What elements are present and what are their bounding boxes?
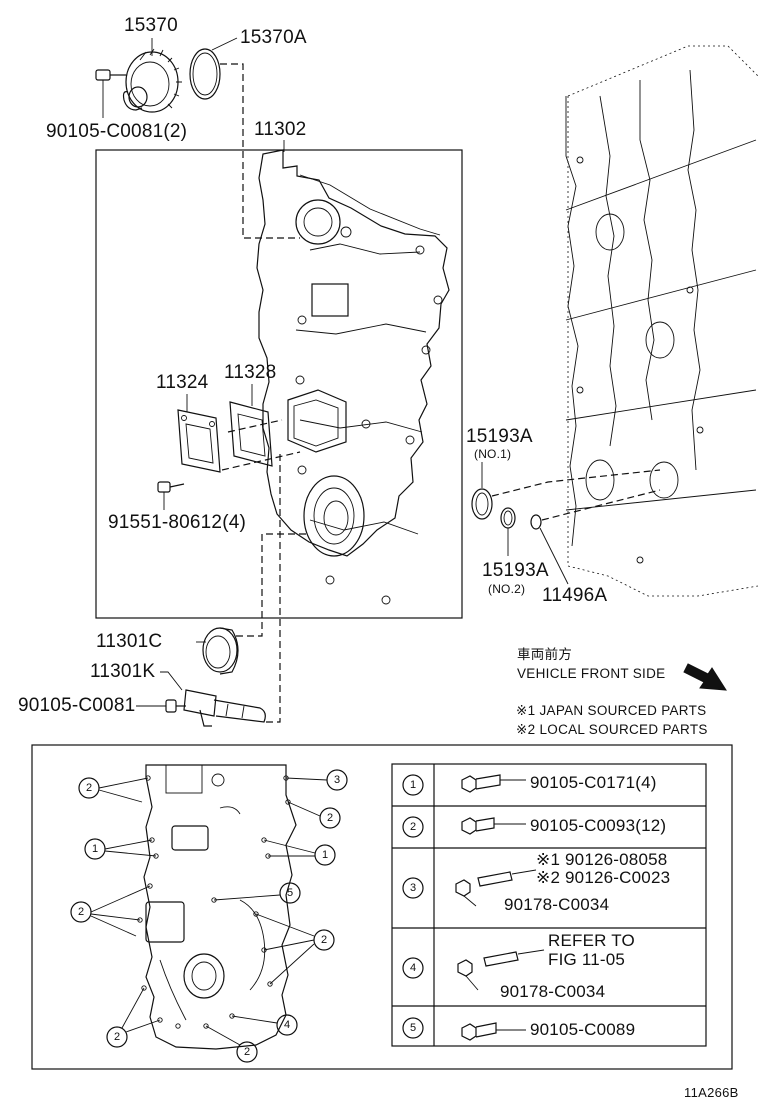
legend-row4-line3: 90178-C0034 bbox=[500, 982, 606, 1001]
legend-row4-line1: REFER TO bbox=[548, 931, 635, 950]
label-11328: 11328 bbox=[224, 362, 277, 383]
bolt-90105-c0081-top bbox=[95, 69, 126, 118]
timing-chain-cover-11302 bbox=[256, 149, 450, 605]
gasket-11328 bbox=[229, 401, 273, 467]
label-11324: 11324 bbox=[156, 372, 209, 393]
callout-left-5: 2 bbox=[243, 1046, 251, 1058]
idler-pulley-15370 bbox=[122, 48, 182, 113]
legend-row1-part: 90105-C0171(4) bbox=[530, 773, 657, 792]
callout-right-4: 5 bbox=[286, 887, 294, 899]
label-15193a-no1-sub: (NO.1) bbox=[474, 447, 512, 461]
bolt-icon-row1 bbox=[461, 774, 526, 793]
legend-row3-line1: ※1 90126-08058 bbox=[536, 850, 668, 869]
callout-right-1: 3 bbox=[333, 774, 341, 786]
local-sourced-note: ※2 LOCAL SOURCED PARTS bbox=[516, 722, 708, 737]
label-15193a-no2-sub: (NO.2) bbox=[488, 582, 526, 596]
bolt-icon-row2 bbox=[461, 817, 526, 835]
legend-table-grid bbox=[391, 763, 707, 1047]
label-91551-80612: 91551-80612(4) bbox=[108, 512, 247, 533]
bolt-91551-80612 bbox=[157, 481, 185, 510]
vehicle-front-jp: 車両前方 bbox=[517, 647, 573, 662]
label-11301k: 11301K bbox=[90, 661, 156, 682]
label-15193a-no2: 15193A bbox=[482, 560, 549, 581]
vehicle-front-en: VEHICLE FRONT SIDE bbox=[517, 666, 666, 681]
bolt-location-cover-outline bbox=[137, 764, 297, 1050]
cover-plate-11324 bbox=[177, 409, 221, 473]
legend-key-2: 2 bbox=[409, 821, 417, 833]
legend-row3-line3: 90178-C0034 bbox=[504, 895, 610, 914]
label-90105-c0081-2: 90105-C0081(2) bbox=[46, 121, 188, 142]
label-11302: 11302 bbox=[254, 119, 307, 140]
figure-id: 11A266B bbox=[684, 1085, 739, 1100]
vehicle-front-arrow-icon bbox=[683, 663, 727, 691]
o-ring-15193a-no1 bbox=[471, 488, 493, 520]
o-ring-15370a bbox=[189, 48, 221, 100]
stud-icon-row4 bbox=[457, 949, 545, 991]
label-11301c: 11301C bbox=[96, 631, 163, 652]
legend-row4-line2: FIG 11-05 bbox=[548, 950, 626, 969]
stud-icon-row3 bbox=[455, 869, 537, 907]
legend-key-5: 5 bbox=[409, 1022, 417, 1034]
label-15193a-no1: 15193A bbox=[466, 426, 533, 447]
plug-11496a bbox=[530, 514, 542, 530]
sensor-11301k bbox=[183, 689, 266, 727]
callout-right-6: 4 bbox=[283, 1019, 291, 1031]
legend-row2-part: 90105-C0093(12) bbox=[530, 816, 667, 835]
callout-right-5: 2 bbox=[320, 934, 328, 946]
bolt-90105-c0081-bottom bbox=[136, 699, 186, 713]
bolt-icon-row5 bbox=[461, 1022, 526, 1041]
callout-right-3: 1 bbox=[321, 849, 329, 861]
callout-right-2: 2 bbox=[326, 812, 334, 824]
callout-left-3: 2 bbox=[77, 906, 85, 918]
legend-key-1: 1 bbox=[409, 779, 417, 791]
japan-sourced-note: ※1 JAPAN SOURCED PARTS bbox=[516, 703, 707, 718]
legend-row3-line2: ※2 90126-C0023 bbox=[536, 868, 671, 887]
oil-seal-11301c bbox=[202, 627, 239, 675]
legend-row5-part: 90105-C0089 bbox=[530, 1020, 636, 1039]
callout-left-2: 1 bbox=[91, 843, 99, 855]
label-15370a: 15370A bbox=[240, 27, 307, 48]
callout-left-4: 2 bbox=[113, 1031, 121, 1043]
label-11496a: 11496A bbox=[542, 585, 608, 606]
label-15370: 15370 bbox=[124, 15, 178, 36]
legend-key-3: 3 bbox=[409, 882, 417, 894]
legend-key-4: 4 bbox=[409, 962, 417, 974]
engine-block bbox=[565, 45, 759, 597]
callout-left-1: 2 bbox=[85, 782, 93, 794]
label-90105-c0081: 90105-C0081 bbox=[18, 695, 136, 716]
